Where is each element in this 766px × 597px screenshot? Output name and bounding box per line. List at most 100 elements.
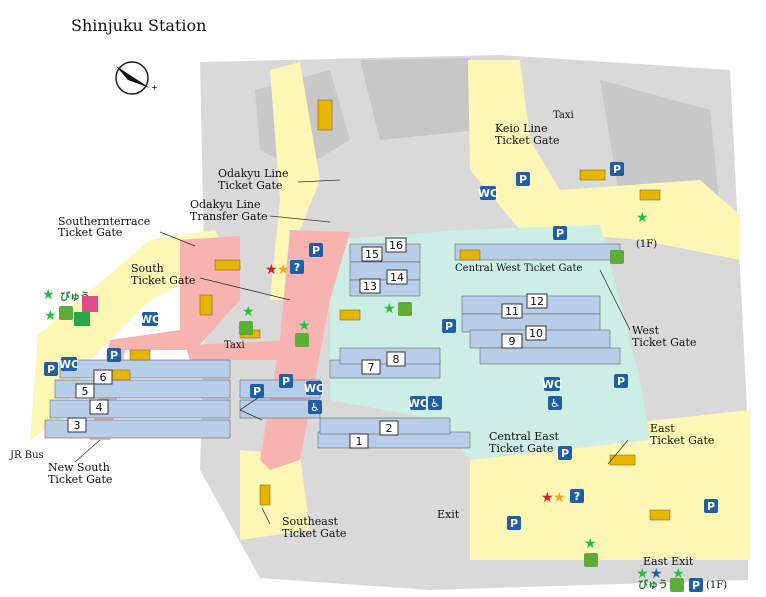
platform-1: 1	[349, 433, 369, 449]
svg-text:P: P	[707, 500, 715, 513]
svg-text:WC: WC	[478, 187, 498, 200]
ticket-machine-icon	[239, 321, 253, 335]
ticket-machine-icon	[295, 333, 309, 347]
svg-text:P: P	[445, 320, 453, 333]
platform-7: 7	[361, 359, 381, 375]
orange-star-icon: ★	[277, 262, 290, 278]
parking-icon: P	[442, 319, 456, 333]
svg-text:P: P	[556, 227, 564, 240]
escalators	[109, 99, 671, 521]
platform-2-label: 2	[386, 422, 393, 435]
svg-text:P: P	[613, 163, 621, 176]
platform-11-label: 11	[505, 305, 519, 318]
toilet-icons: WC WC WC WC WC WC	[59, 186, 562, 410]
parking-icon: P	[507, 516, 521, 530]
svg-text:P: P	[47, 363, 55, 376]
ticket-machine-icon	[670, 578, 684, 592]
ticket-machine-icon	[59, 306, 73, 320]
blue-star-icon: ★	[650, 566, 663, 582]
platform-3-label: 3	[74, 419, 81, 432]
svg-text:びゅう: びゅう	[638, 578, 668, 591]
svg-text:P: P	[312, 244, 320, 257]
parking-icons: P P P P P P P P P P P P P P	[44, 162, 718, 592]
svg-text:P: P	[519, 173, 527, 186]
star-markers: ★ ★ ★ ★ ★ ★ ★ ★ ★ ★ ★ ★ ★ ★	[42, 210, 685, 582]
green-star-icon: ★	[44, 308, 57, 324]
platform-10-label: 10	[529, 327, 543, 340]
red-star-icon: ★	[541, 490, 554, 506]
platform-9-label: 9	[509, 335, 516, 348]
platform-6: 6	[93, 369, 113, 385]
green-star-icon: ★	[42, 287, 55, 303]
parking-icon: P	[309, 243, 323, 257]
central-west-gate-label: Central West Ticket Gate	[455, 263, 582, 274]
green-kiosk	[74, 312, 90, 326]
toilet-icon: WC	[140, 312, 160, 326]
green-star-icon: ★	[298, 318, 311, 334]
parking-icon: P	[250, 384, 264, 398]
parking-icon: P	[107, 348, 121, 362]
platform-4: 4	[89, 399, 109, 415]
ticket-machine-icon	[610, 250, 624, 264]
svg-text:?: ?	[574, 490, 580, 503]
jr-bus-label: JR Bus	[9, 450, 44, 461]
parking-icon: P	[610, 162, 624, 176]
platform-15: 15	[361, 246, 383, 262]
platform-13: 13	[359, 278, 381, 294]
info-icons: ? ?	[290, 260, 584, 503]
svg-text:♿: ♿	[550, 397, 560, 410]
ticket-machine-icon	[398, 302, 412, 316]
platform-16: 16	[385, 237, 407, 253]
platform-11: 11	[501, 303, 523, 319]
platform-numbers: 1 2 3 4 5 6 7 8 9 10 11 12 13 14 15 16	[67, 237, 548, 449]
svg-text:P: P	[110, 349, 118, 362]
platform-14: 14	[386, 269, 408, 285]
platform-6-label: 6	[100, 371, 107, 384]
platform-5: 5	[75, 383, 95, 399]
platform-7-label: 7	[368, 361, 375, 374]
svg-text:WC: WC	[304, 382, 324, 395]
platform-16-label: 16	[389, 239, 403, 252]
viewcard-icon: びゅう	[638, 578, 668, 591]
parking-icon: P	[614, 374, 628, 388]
svg-text:P: P	[253, 385, 261, 398]
svg-text:♿: ♿	[310, 401, 320, 414]
svg-text:♿: ♿	[430, 397, 440, 410]
svg-text:P: P	[510, 517, 518, 530]
parking-icon: P	[516, 172, 530, 186]
svg-text:WC: WC	[542, 378, 562, 391]
orange-star-icon: ★	[553, 490, 566, 506]
svg-text:WC: WC	[59, 358, 79, 371]
platform-10: 10	[525, 325, 547, 341]
wheelchair-icon: ♿	[308, 400, 322, 414]
toilet-icon: WC	[408, 396, 428, 410]
platform-1-label: 1	[356, 435, 363, 448]
platform-3: 3	[67, 417, 87, 433]
green-star-icon: ★	[383, 301, 396, 317]
svg-text:P: P	[282, 375, 290, 388]
card-icons	[59, 250, 684, 592]
wheelchair-icons: ♿ ♿ ♿	[308, 396, 562, 414]
svg-text:P: P	[561, 447, 569, 460]
toilet-icon: WC	[59, 357, 79, 371]
parking-icon: P	[279, 374, 293, 388]
platform-15-label: 15	[365, 248, 379, 261]
ticket-machine-icon	[584, 553, 598, 567]
green-star-icon: ★	[242, 304, 255, 320]
info-icon: ?	[290, 260, 304, 274]
green-star-icon: ★	[636, 210, 649, 226]
platform-8-label: 8	[393, 353, 400, 366]
platform-2: 2	[379, 420, 399, 436]
toilet-icon: WC	[478, 186, 498, 200]
platform-9: 9	[501, 333, 523, 349]
